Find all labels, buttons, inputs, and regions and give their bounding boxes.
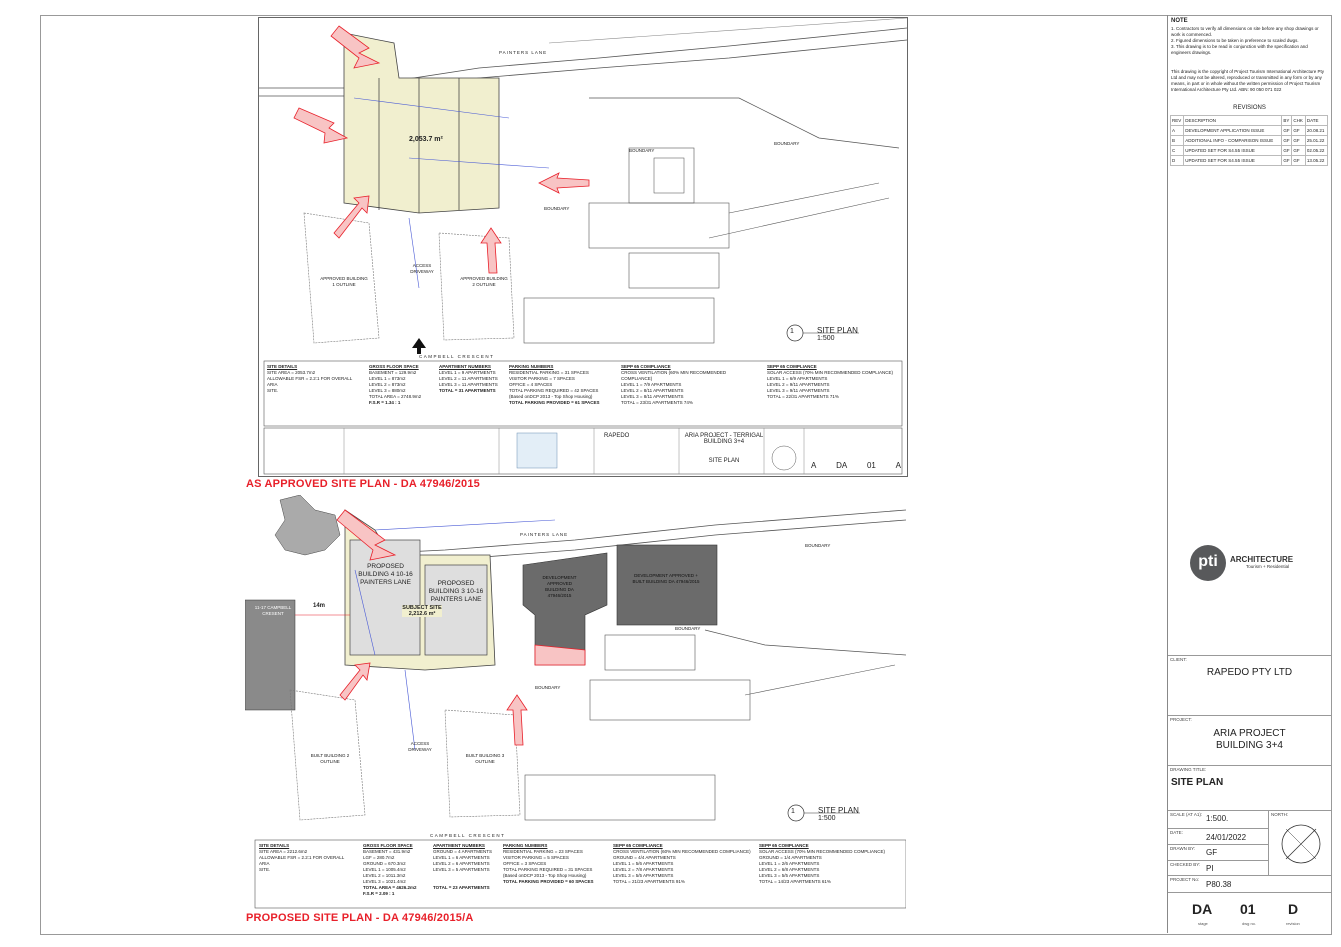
boundary-label: BOUNDARY	[675, 626, 701, 631]
scale-label: 1:500	[817, 335, 835, 342]
street-label: PAINTERS LANE	[499, 50, 548, 55]
site-plan-label: SITE PLAN	[818, 806, 859, 815]
plan-number: 1	[791, 808, 795, 815]
street-label: CAMPBELL CRESCENT	[419, 354, 495, 359]
sepp-ventilation-col: SEPP 65 COMPLIANCE CROSS VENTILATION (60…	[613, 843, 751, 884]
project-line2: BUILDING 3+4	[1216, 740, 1283, 751]
rev-caption: revision	[1286, 921, 1300, 926]
dev-approved-label: DEVELOPMENT APPROVED BUILDING DA 47946/2…	[542, 575, 577, 598]
note-heading: NOTE	[1171, 18, 1188, 24]
street-label: PAINTERS LANE	[520, 532, 569, 537]
proposed-site-plan: PROPOSED BUILDING 4 10-16 PAINTERS LANE …	[245, 495, 906, 910]
campbell-label: 11-17 CAMPBELL CRESENT	[254, 605, 292, 616]
plan-number: 1	[790, 328, 794, 335]
scale-label: 1:500	[818, 815, 836, 822]
outline-label: BUILT BUILDING 2 OUTLINE	[310, 753, 350, 764]
north-label: NORTH:	[1271, 812, 1289, 817]
revisions-heading: REVISIONS	[1233, 105, 1266, 111]
parking-col: PARKING NUMBERS RESIDENTIAL PARKING = 23…	[503, 843, 594, 884]
drawing-title: SITE PLAN	[1171, 777, 1224, 788]
driveway-label: ACCESS DRIVEWAY	[408, 741, 432, 752]
inner-client: RAPEDO	[604, 433, 630, 439]
approved-site-plan: 2,053.7 m² PAINTERS LANE CAMPBELL CRESCE…	[258, 17, 908, 477]
building4-label: PROPOSED BUILDING 4 10-16 PAINTERS LANE	[358, 563, 413, 586]
drawn-value: GF	[1206, 848, 1218, 857]
approved-plan-title: AS APPROVED SITE PLAN - DA 47946/2015	[246, 478, 480, 490]
project-line1: ARIA PROJECT	[1213, 728, 1286, 739]
dwg-caption: dwg no.	[1242, 921, 1257, 926]
drawing-sheet	[40, 15, 1332, 935]
notes: 1. Contractors to verify all dimensions …	[1171, 26, 1319, 55]
scale-value: 1:500.	[1206, 814, 1229, 823]
drawing-title-label: DRAWING TITLE:	[1170, 767, 1207, 772]
stage-code: DA	[1192, 901, 1213, 917]
building3-label: PROPOSED BUILDING 3 10-16 PAINTERS LANE	[428, 580, 484, 603]
sepp-solar-col: SEPP 65 COMPLIANCE SOLAR ACCESS (70% MIN…	[759, 843, 886, 884]
checked-value: PI	[1206, 864, 1214, 873]
logo-subtitle: Tourism + Residential	[1246, 564, 1290, 569]
site-plan-label: SITE PLAN	[817, 326, 858, 335]
client-name: RAPEDO PTY LTD	[1206, 667, 1293, 678]
boundary-label: BOUNDARY	[629, 148, 655, 153]
proposed-plan-title: PROPOSED SITE PLAN - DA 47946/2015/A	[246, 912, 474, 924]
outline-label: BUILT BUILDING 3 OUTLINE	[465, 753, 505, 764]
site-area-label: 2,053.7 m²	[409, 136, 443, 143]
north-arrow-icon	[1281, 824, 1321, 864]
street-label: CAMPBELL CRESCENT	[430, 833, 506, 838]
copyright-text: This drawing is the copyright of Project…	[1171, 69, 1324, 92]
outline-label: APPROVED BUILDING 1 OUTLINE	[320, 276, 368, 287]
parking-col: PARKING NUMBERS RESIDENTIAL PARKING = 31…	[509, 364, 600, 405]
revision-code: D	[1288, 901, 1299, 917]
client-label: CLIENT:	[1170, 657, 1187, 662]
outline-label: APPROVED BUILDING 2 OUTLINE	[460, 276, 508, 287]
driveway-label: ACCESS DRIVEWAY	[410, 263, 434, 274]
pti-logo: pti	[1190, 545, 1226, 581]
scale-label: SCALE (AT A1):	[1170, 812, 1203, 817]
date-label: DATE:	[1170, 830, 1183, 835]
subject-site-label: SUBJECT SITE 2,212.6 m²	[402, 605, 442, 617]
sepp-solar-col: SEPP 65 COMPLIANCE SOLAR ACCESS (70% MIN…	[767, 364, 894, 399]
boundary-label: BOUNDARY	[774, 141, 800, 146]
setback-label: 14m	[313, 603, 326, 609]
boundary-label: BOUNDARY	[805, 543, 831, 548]
inner-title: SITE PLAN	[708, 458, 740, 464]
sepp-ventilation-col: SEPP 65 COMPLIANCE CROSS VENTILATION (60…	[621, 364, 727, 405]
date-value: 24/01/2022	[1206, 833, 1247, 842]
apartment-numbers-col: APARTMENT NUMBERS LEVEL 1 = 9 APARTMENTS…	[439, 364, 498, 393]
logo-architecture: ARCHITECTURE	[1230, 555, 1294, 564]
proposed-site-plan-drawing	[245, 495, 906, 909]
drawing-number: 01	[1240, 901, 1256, 917]
site-area-fill	[343, 32, 500, 214]
project-label: PROJECT:	[1170, 717, 1192, 722]
title-block: NOTE 1. Contractors to verify all dimens…	[1167, 15, 1331, 933]
stage-caption: stage	[1198, 921, 1208, 926]
boundary-label: BOUNDARY	[535, 685, 561, 690]
project-no-value: P80.38	[1206, 880, 1232, 889]
dev-built-label: DEVELOPMENT APPROVED + BUILT BUILDING DA…	[632, 573, 700, 584]
drawn-label: DRAWN BY:	[1170, 846, 1196, 851]
inner-project: ARIA PROJECT - TERRIGAL BUILDING 3+4	[684, 433, 764, 445]
approved-site-plan-drawing	[259, 18, 907, 475]
project-no-label: PROJECT No:	[1170, 877, 1200, 882]
checked-label: CHECKED BY:	[1170, 862, 1201, 867]
boundary-label: BOUNDARY	[544, 206, 570, 211]
